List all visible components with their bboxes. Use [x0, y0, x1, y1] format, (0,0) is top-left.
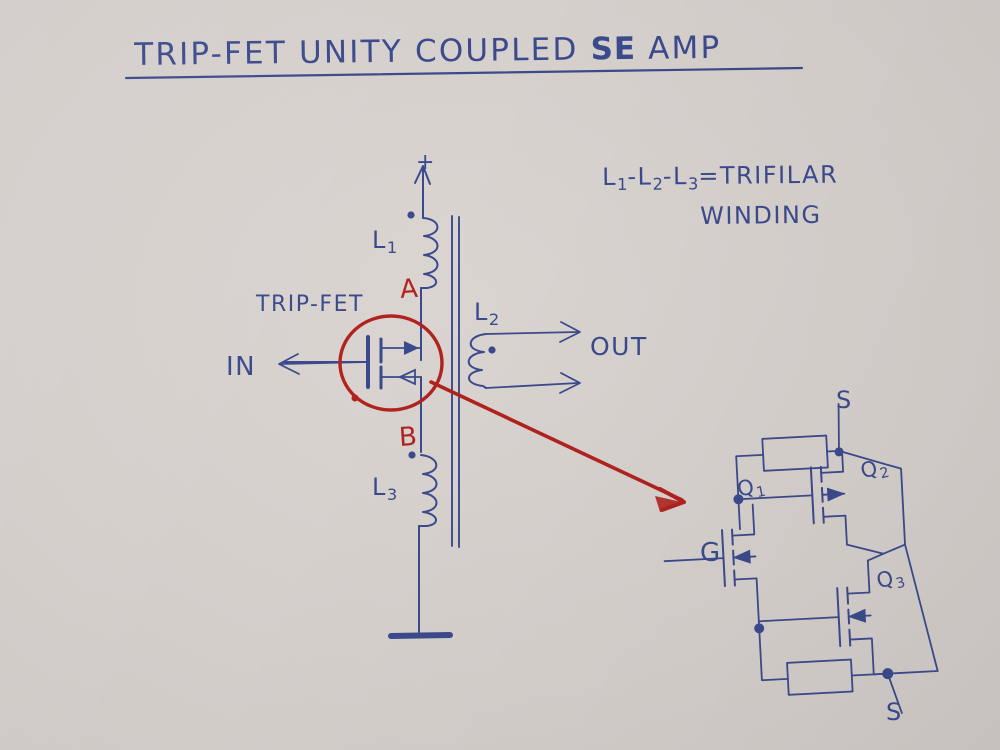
resistor-box-bottom — [786, 658, 854, 696]
transformer-core — [451, 215, 460, 548]
mosfet-q1 — [663, 498, 760, 628]
output-top-arrow — [485, 321, 581, 343]
trifilar-l3-sub: 3 — [687, 174, 699, 194]
mosfet-q3 — [757, 559, 875, 676]
page-title-emphasis: SE — [590, 30, 637, 68]
detail-circuit — [663, 402, 939, 714]
label-l2: L2 — [474, 298, 499, 329]
trifilar-l1: L — [602, 162, 618, 191]
inductor-l1 — [407, 211, 439, 289]
title-underline — [124, 66, 804, 80]
trifilar-note-line2: WINDING — [700, 200, 822, 230]
node-label-a: A — [399, 273, 421, 305]
page-title: TRIP-FET UNITY COUPLED SE AMP — [134, 30, 722, 73]
polarity-dot-l3 — [408, 451, 416, 459]
trifilar-l2: -L — [627, 162, 653, 191]
polarity-dot-l2 — [488, 346, 496, 354]
source-terminal-label-top: S — [836, 386, 853, 414]
trifilar-note-line1: L1-L2-L3=TRIFILAR — [602, 161, 838, 195]
input-arrow — [278, 353, 369, 375]
trifilar-l1-sub: 1 — [617, 174, 628, 195]
trifilar-equals: =TRIFILAR — [698, 160, 839, 190]
supply-plus-label: + — [416, 150, 436, 175]
label-q1-letter: Q — [735, 474, 758, 502]
label-l1-letter: L — [372, 226, 387, 254]
page-title-tail: AMP — [635, 29, 722, 67]
trip-fet-label: TRIP-FET — [256, 292, 364, 317]
callout-arrow — [429, 380, 686, 512]
page-title-main: TRIP-FET UNITY COUPLED — [134, 31, 591, 73]
label-l2-sub: 2 — [488, 310, 500, 330]
resistor-box-top — [761, 434, 829, 472]
ground-symbol — [388, 525, 453, 639]
input-label: IN — [226, 352, 257, 382]
label-q1: Q1 — [735, 472, 767, 505]
trifilar-l2-sub: 2 — [652, 174, 664, 194]
callout-circle — [338, 314, 444, 412]
trifilar-l3: -L — [662, 162, 689, 191]
label-l1-sub: 1 — [386, 238, 398, 258]
output-bottom-arrow — [485, 372, 581, 394]
label-l3-letter: L — [372, 473, 387, 501]
polarity-dot-l1 — [407, 211, 415, 219]
mosfet-q2 — [737, 450, 848, 546]
label-l2-letter: L — [474, 298, 489, 326]
label-l1: L1 — [372, 226, 397, 257]
trip-fet-symbol — [283, 335, 422, 390]
output-label: OUT — [590, 332, 648, 361]
source-terminal-label-bottom: S — [886, 698, 903, 726]
label-l3: L3 — [372, 473, 397, 504]
inductor-l3 — [408, 451, 438, 527]
gate-terminal-label: G — [700, 538, 722, 568]
inductor-l2 — [467, 333, 496, 389]
label-l3-sub: 3 — [386, 485, 398, 505]
node-label-b: B — [398, 421, 420, 453]
supply-rail — [414, 165, 431, 219]
